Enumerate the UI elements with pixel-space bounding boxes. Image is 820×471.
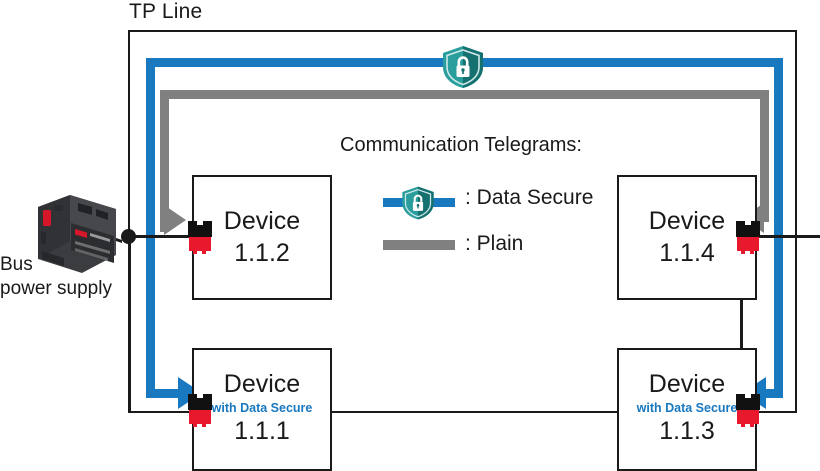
plain-path-top [160,90,769,99]
plain-arrow-to-device-112 [164,205,186,235]
din-rail-power-supply-icon [30,193,122,275]
device-name-111: Device [223,370,301,398]
device-box-113[interactable]: Device with Data Secure 1.1.3 [617,348,757,471]
bus-wire-right-vertical [740,235,743,411]
device-address-114: 1.1.4 [659,239,715,267]
legend-plain-label: : Plain [465,232,524,255]
bus-wire-right-horizontal [740,235,820,238]
legend-secure-bar-left [383,198,407,207]
device-name-114: Device [648,207,726,235]
device-box-111[interactable]: Device with Data Secure 1.1.1 [192,348,332,471]
bus-junction-dot [121,229,136,244]
legend-secure-bar-right [431,198,455,207]
power-supply-label-line2: power supply [0,277,112,299]
bus-connector-113 [736,394,760,427]
device-address-113: 1.1.3 [659,417,715,445]
device-box-112[interactable]: Device 1.1.2 [192,175,332,300]
plain-path-right [760,90,769,218]
shield-lock-icon [440,44,486,95]
power-supply-label-line1: Bus [0,254,33,275]
secure-path-right [774,58,783,398]
device-name-113: Device [648,370,726,398]
power-supply-label: Bus power supply [0,253,122,301]
device-address-112: 1.1.2 [234,239,290,267]
bus-wire-left-vertical [128,235,131,411]
device-secure-note-111: with Data Secure [211,401,313,415]
device-secure-note-113: with Data Secure [636,401,738,415]
bus-connector-114 [736,221,760,254]
shield-lock-icon-legend [400,185,436,226]
tp-line-boundary [128,30,797,413]
legend-title: Communication Telegrams: [340,134,582,156]
legend-item-plain: : Plain [383,232,633,258]
bus-connector-112 [188,221,212,254]
legend-plain-bar [383,240,455,250]
device-address-111: 1.1.1 [234,417,290,445]
secure-path-left [146,58,155,398]
bus-connector-111 [188,394,212,427]
device-box-114[interactable]: Device 1.1.4 [617,175,757,300]
plain-path-left [160,90,169,232]
secure-path-stub-111 [146,389,186,398]
legend-item-data-secure: : Data Secure [383,186,633,222]
tp-line-label: TP Line [129,0,203,23]
device-name-112: Device [223,207,301,235]
legend-secure-label: : Data Secure [465,186,594,209]
bus-wire-left-horizontal [128,235,206,238]
